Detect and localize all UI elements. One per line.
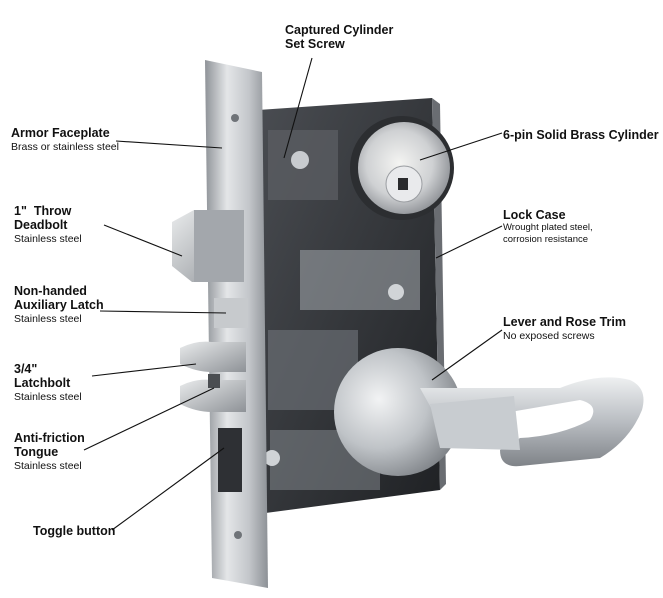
label-tongue-subtitle: Stainless steel (14, 460, 82, 472)
brass-cylinder (350, 116, 454, 220)
label-aux-latch-subtitle: Stainless steel (14, 313, 82, 325)
lever-and-rose-trim (334, 348, 644, 476)
label-captured-cylinder-line1: Captured Cylinder (285, 23, 394, 37)
label-lever-trim-title: Lever and Rose Trim (503, 315, 626, 329)
label-lock-case-subtitle-line1: Wrought plated steel, (503, 222, 593, 233)
label-toggle-button: Toggle button (33, 524, 115, 538)
label-lever-trim-subtitle: No exposed screws (503, 330, 595, 342)
label-armor-faceplate-subtitle: Brass or stainless steel (11, 141, 119, 153)
label-aux-latch: Non-handed Auxiliary Latch Stainless ste… (14, 284, 104, 326)
label-latchbolt: 3/4" Latchbolt Stainless steel (14, 362, 82, 404)
label-aux-latch-line2: Auxiliary Latch (14, 298, 104, 312)
label-tongue: Anti-friction Tongue Stainless steel (14, 431, 85, 473)
label-captured-cylinder-line2: Set Screw (285, 37, 345, 51)
label-toggle-button-title: Toggle button (33, 524, 116, 538)
label-captured-cylinder: Captured Cylinder Set Screw (285, 23, 393, 51)
label-lock-case-title: Lock Case (503, 208, 566, 222)
label-lock-case: Lock Case Wrought plated steel, corrosio… (503, 208, 593, 246)
label-latchbolt-line1: 3/4" (14, 362, 38, 376)
label-latchbolt-subtitle: Stainless steel (14, 391, 82, 403)
label-6pin-cylinder-title: 6-pin Solid Brass Cylinder (503, 128, 659, 142)
latchbolt (180, 341, 246, 412)
label-armor-faceplate: Armor Faceplate Brass or stainless steel (11, 126, 119, 154)
label-tongue-line1: Anti-friction (14, 431, 85, 445)
label-deadbolt: 1" Throw Deadbolt Stainless steel (14, 204, 82, 246)
label-lock-case-subtitle-line2: corrosion resistance (503, 234, 589, 245)
label-deadbolt-subtitle: Stainless steel (14, 233, 82, 245)
label-aux-latch-line1: Non-handed (14, 284, 87, 298)
label-lever-trim: Lever and Rose Trim No exposed screws (503, 315, 626, 343)
deadbolt (172, 210, 244, 282)
label-armor-faceplate-title: Armor Faceplate (11, 126, 110, 140)
leader-lines (83, 57, 503, 531)
label-deadbolt-line2: Deadbolt (14, 218, 68, 232)
label-latchbolt-line2: Latchbolt (14, 376, 71, 390)
label-tongue-line2: Tongue (14, 445, 59, 459)
label-6pin-cylinder: 6-pin Solid Brass Cylinder (503, 128, 659, 142)
label-deadbolt-line1: 1" Throw (14, 204, 72, 218)
